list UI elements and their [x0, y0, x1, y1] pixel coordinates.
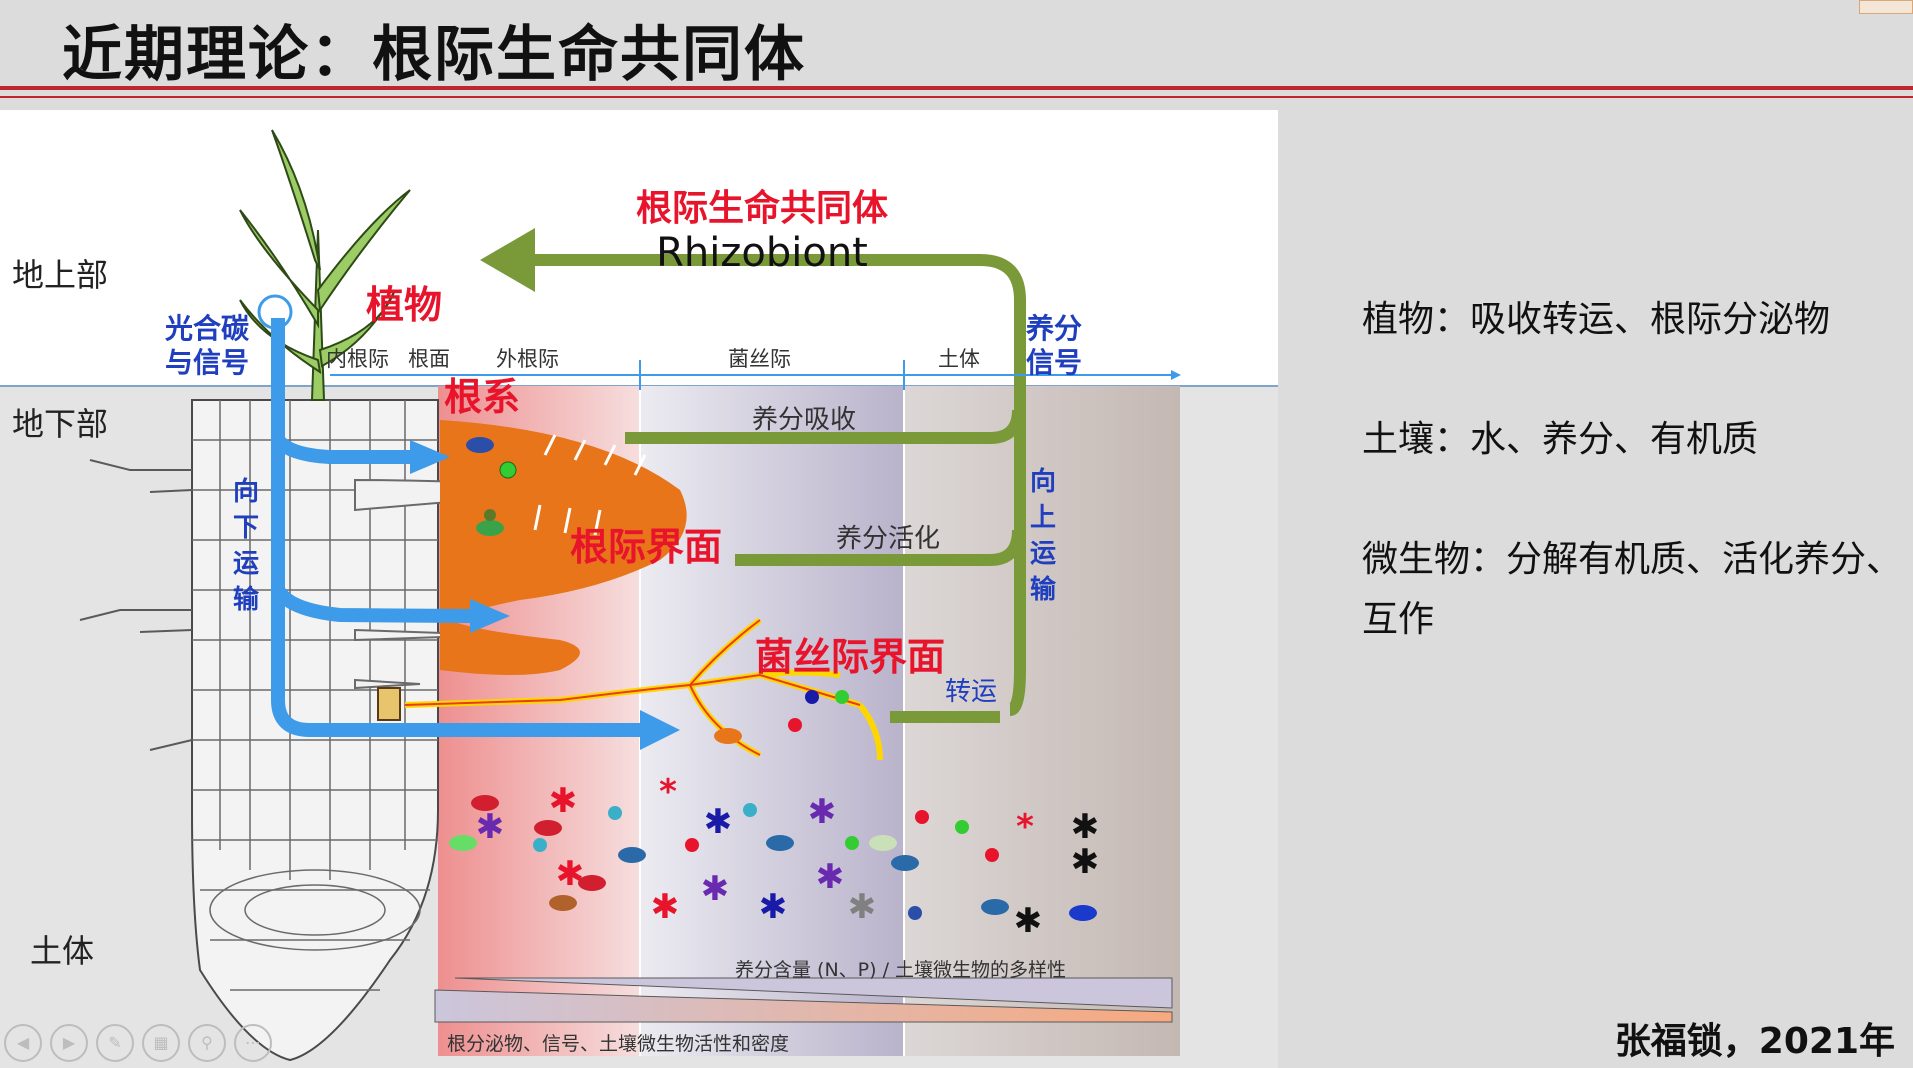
svg-text:土体: 土体: [938, 347, 980, 371]
svg-text:向: 向: [233, 476, 259, 507]
svg-text:✱: ✱: [651, 887, 680, 927]
grid-icon[interactable]: ▦: [142, 1024, 180, 1062]
rhizobiont-diagram: ✱ ✱ ✱ * ✱ ✱ ✱ ✱ ✱ ✱ ✱ * ✱ ✱ ✱ 根际生命共同体 Rh…: [0, 110, 1278, 1068]
next-icon[interactable]: ▶: [50, 1024, 88, 1062]
carbon-signal-line1: 光合碳: [164, 312, 250, 345]
gradient-bottom-label: 根分泌物、信号、土壤微生物活性和密度: [447, 1033, 789, 1055]
microbe-stars: ✱ ✱ ✱ * ✱ ✱ ✱ ✱ ✱ ✱ ✱ * ✱ ✱ ✱: [476, 772, 1100, 941]
down-transport-label: 向 下 运 输: [233, 476, 260, 615]
svg-text:输: 输: [233, 584, 260, 615]
svg-text:✱: ✱: [1071, 842, 1100, 882]
downward-arrow-heads: [410, 440, 680, 750]
annotation-microbe-cont: 互作: [1362, 599, 1435, 640]
downward-transport-arrows: [271, 318, 640, 737]
root-exudate-zone: [440, 420, 687, 675]
svg-text:✱: ✱: [704, 802, 733, 842]
gradient-wedge-top: [454, 977, 1173, 1009]
svg-text:运: 运: [1030, 539, 1056, 569]
diagram-title-cn: 根际生命共同体: [636, 187, 888, 229]
up-transport-label: 向 上 运 输: [1030, 466, 1057, 605]
svg-text:✱: ✱: [701, 869, 730, 909]
diagram-title-en: Rhizobiont: [656, 230, 868, 276]
svg-text:✱: ✱: [476, 807, 505, 847]
hyphal-interface-label: 菌丝际界面: [755, 635, 945, 679]
above-ground-area: [0, 110, 1278, 386]
nutrient-signal-line2: 信号: [1026, 346, 1082, 379]
root-interface-label: 根际界面: [570, 525, 722, 569]
corner-tab[interactable]: [1859, 0, 1913, 14]
microbes: [449, 437, 1097, 921]
svg-text:✱: ✱: [808, 792, 837, 832]
svg-text:向: 向: [1030, 466, 1056, 497]
slide-nav-controls: ◀ ▶ ✎ ▦ ⚲ ⋯: [4, 1024, 272, 1062]
svg-text:上: 上: [1030, 503, 1056, 533]
title-rule-thin: [0, 96, 1913, 98]
svg-text:✱: ✱: [816, 857, 845, 897]
svg-text:*: *: [659, 772, 677, 812]
author-credit: 张福锁，2021年: [1614, 1021, 1895, 1062]
plant-label: 植物: [366, 283, 442, 327]
pen-icon[interactable]: ✎: [96, 1024, 134, 1062]
green-arrow-head: [480, 228, 535, 292]
below-ground-label: 地下部: [12, 405, 108, 443]
exudate-arrows: [533, 434, 647, 536]
svg-text:✱: ✱: [549, 781, 578, 821]
svg-text:菌丝际: 菌丝际: [728, 347, 791, 371]
previous-icon[interactable]: ◀: [4, 1024, 42, 1062]
zoom-icon[interactable]: ⚲: [188, 1024, 226, 1062]
annotation-soil: 土壤：水、养分、有机质: [1362, 419, 1759, 460]
svg-text:外根际: 外根际: [496, 347, 559, 371]
green-arrow-paths: [530, 254, 1026, 723]
bulk-soil-left-label: 土体: [30, 932, 94, 970]
nutrient-uptake-label: 养分吸收: [752, 405, 856, 435]
nutrient-signal-line1: 养分: [1026, 312, 1082, 345]
svg-text:*: *: [1016, 807, 1034, 847]
root-cell-grid: [192, 400, 438, 991]
svg-text:内根际: 内根际: [326, 347, 389, 371]
annotation-plant: 植物：吸收转运、根际分泌物: [1362, 299, 1831, 340]
svg-text:下: 下: [233, 513, 259, 543]
title-rule-thick: [0, 86, 1913, 90]
svg-text:输: 输: [1030, 574, 1057, 605]
svg-text:✱: ✱: [556, 854, 585, 894]
above-ground-label: 地上部: [12, 256, 108, 294]
hyphosphere-zone: [640, 386, 904, 1056]
svg-text:✱: ✱: [848, 887, 877, 927]
zone-labels: 内根际 根面 外根际 菌丝际 土体: [326, 347, 980, 371]
roots-label: 根系: [444, 375, 520, 419]
carbon-signal-line2: 与信号: [165, 346, 249, 379]
svg-text:运: 运: [233, 549, 259, 579]
nutrient-activation-label: 养分活化: [836, 524, 940, 554]
svg-text:根面: 根面: [408, 347, 450, 371]
svg-text:✱: ✱: [759, 887, 788, 927]
page-title: 近期理论：根际生命共同体: [62, 20, 806, 90]
lateral-roots: [79, 459, 193, 751]
more-icon[interactable]: ⋯: [234, 1024, 272, 1062]
svg-text:✱: ✱: [1014, 901, 1043, 941]
plant-shoot: [239, 129, 411, 401]
gradient-top-label: 养分含量 (N、P) / 土壤微生物的多样性: [735, 959, 1066, 981]
annotation-microbe: 微生物：分解有机质、活化养分、: [1362, 539, 1903, 580]
svg-text:✱: ✱: [1071, 807, 1100, 847]
transport-label: 转运: [945, 677, 997, 707]
